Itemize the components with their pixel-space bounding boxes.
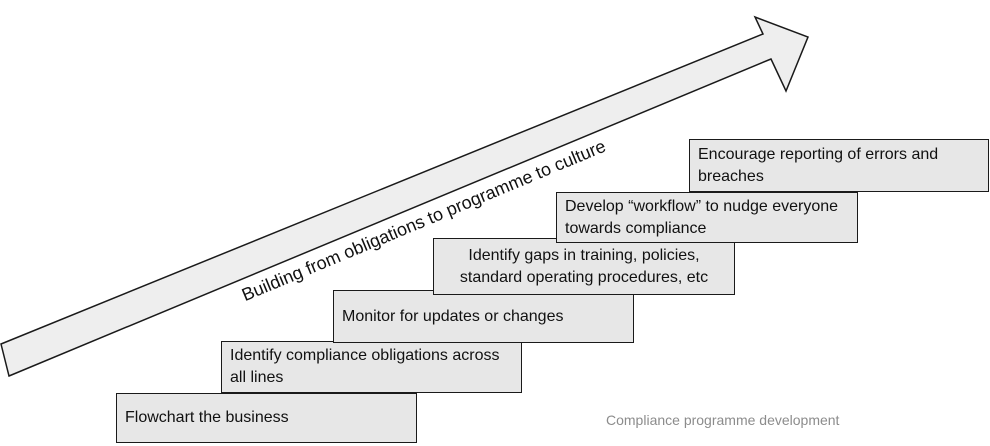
step-label: Develop “workflow” to nudge everyone tow… bbox=[565, 197, 839, 237]
step-label: Identify compliance obligations across a… bbox=[230, 347, 500, 386]
step-label: Identify gaps in training, policies, sta… bbox=[459, 246, 709, 286]
diagram-caption: Compliance programme development bbox=[606, 412, 840, 428]
step-develop-workflow: Develop “workflow” to nudge everyone tow… bbox=[556, 192, 858, 243]
step-monitor-updates: Monitor for updates or changes bbox=[333, 290, 634, 343]
step-flowchart-business: Flowchart the business bbox=[116, 393, 417, 443]
step-encourage-reporting: Encourage reporting of errors and breach… bbox=[689, 139, 989, 192]
step-label: Encourage reporting of errors and breach… bbox=[698, 145, 939, 185]
step-label: Monitor for updates or changes bbox=[342, 307, 564, 325]
growth-arrow-shape bbox=[0, 15, 809, 378]
step-identify-gaps: Identify gaps in training, policies, sta… bbox=[433, 238, 735, 295]
step-label: Flowchart the business bbox=[125, 409, 289, 426]
step-identify-obligations: Identify compliance obligations across a… bbox=[221, 341, 522, 393]
